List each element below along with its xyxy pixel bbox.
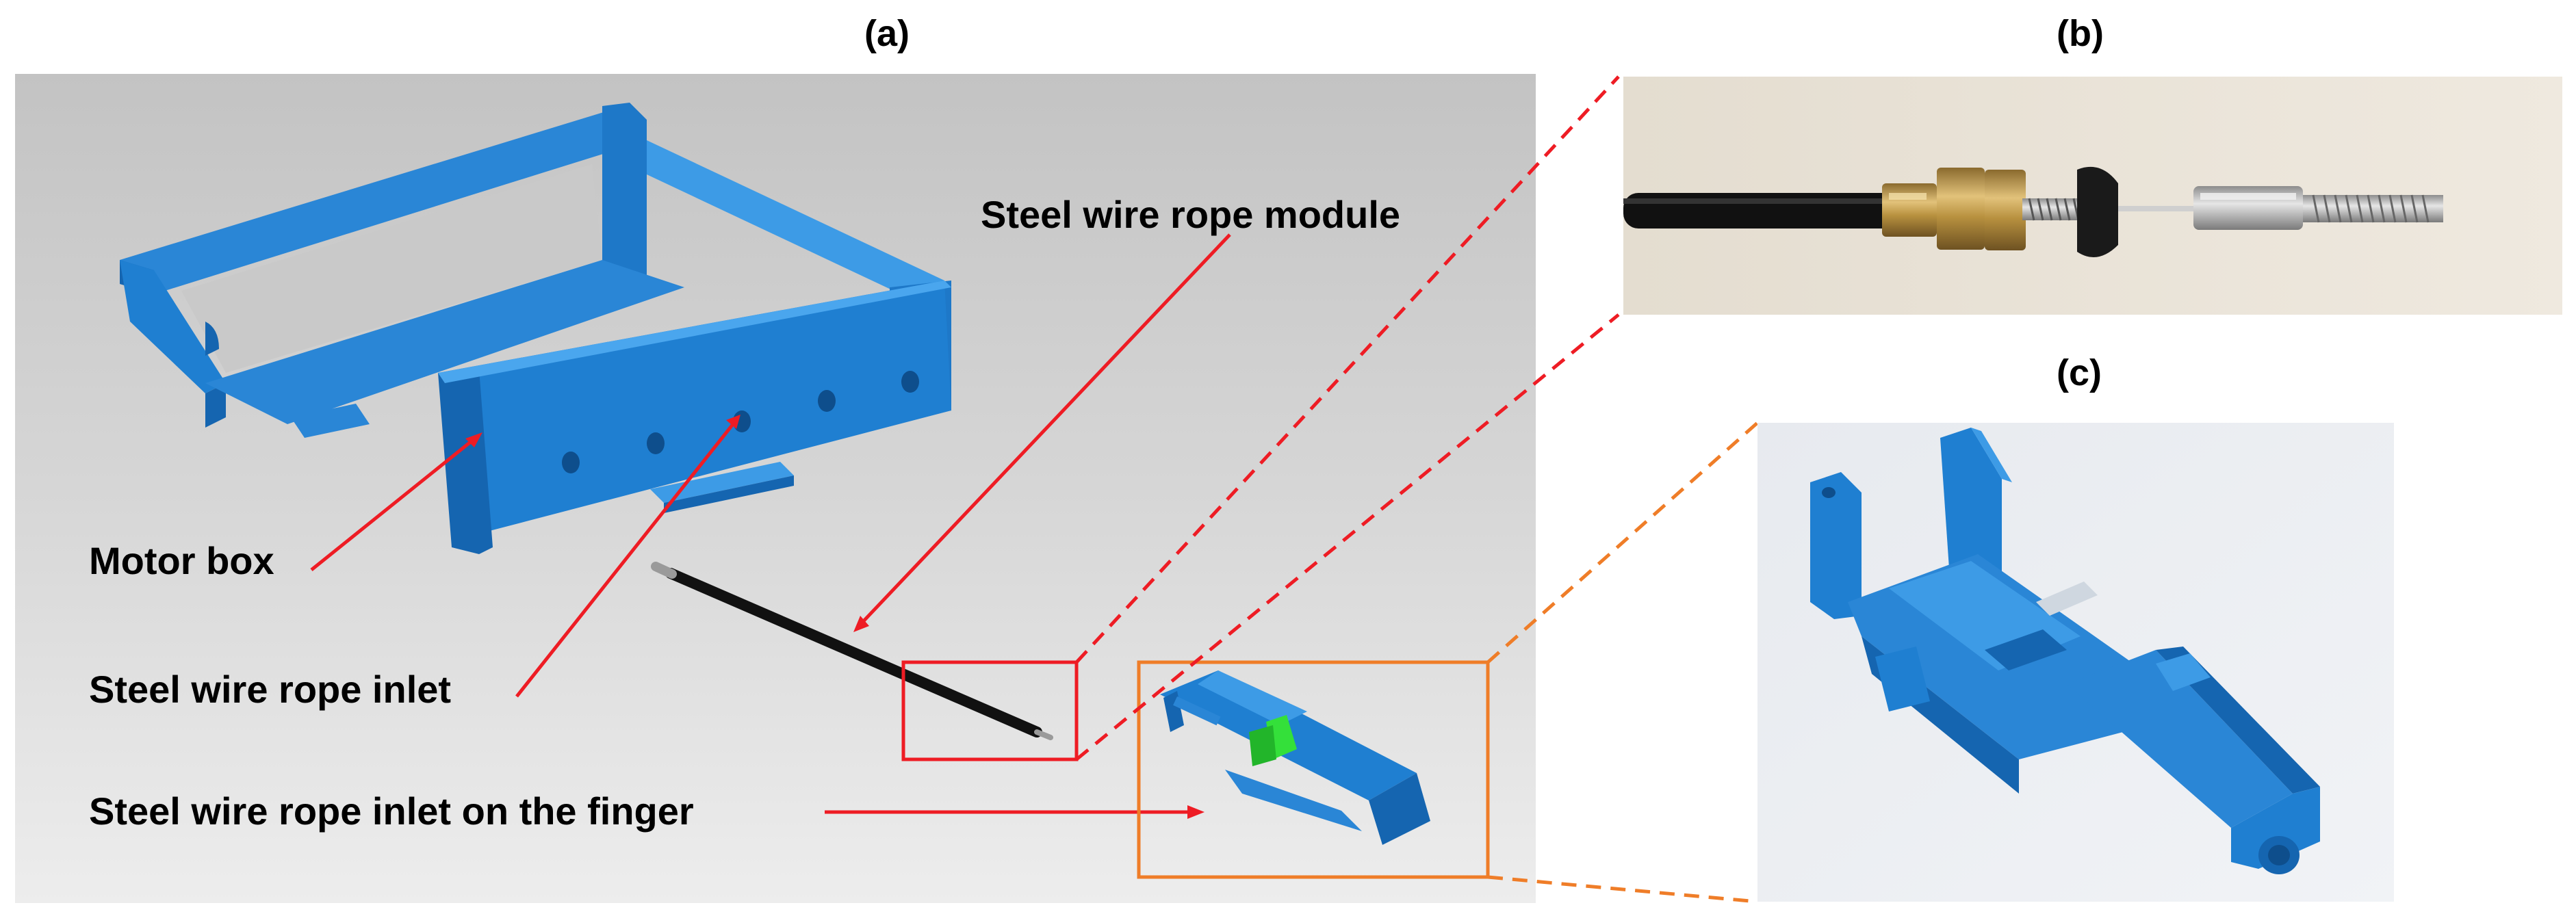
steel-wire-rope-model: [651, 562, 1053, 740]
label-motor-box: Motor box: [89, 539, 274, 582]
connector-lines: [1075, 75, 1759, 904]
label-steel-wire-rope-inlet-finger: Steel wire rope inlet on the finger: [89, 789, 694, 833]
panel-b: [1623, 77, 2562, 315]
connector-red-top: [1075, 75, 1620, 664]
arrow-motor-box: [310, 436, 477, 571]
arrow-rope-inlet: [515, 419, 737, 698]
label-steel-wire-rope-module: Steel wire rope module: [981, 193, 1401, 236]
panel-a: [15, 74, 1536, 903]
finger-detail-box: [1137, 660, 1490, 879]
panel-label-c: (c): [2057, 352, 2102, 393]
panel-label-b: (b): [2057, 13, 2104, 54]
panel-label-a: (a): [864, 13, 910, 54]
motor-box-model: [120, 103, 951, 554]
connector-red-bottom: [1075, 313, 1620, 761]
panel-c: [1757, 423, 2394, 902]
connector-orange-bottom: [1487, 875, 1758, 904]
finger-model: [1160, 670, 1430, 845]
arrow-heads: [465, 415, 1205, 819]
label-steel-wire-rope-inlet: Steel wire rope inlet: [89, 668, 452, 711]
connector-orange-top: [1486, 421, 1759, 664]
arrow-rope-module: [858, 233, 1231, 627]
cable-detail-box: [901, 660, 1079, 761]
callout-arrows: [310, 233, 1231, 814]
